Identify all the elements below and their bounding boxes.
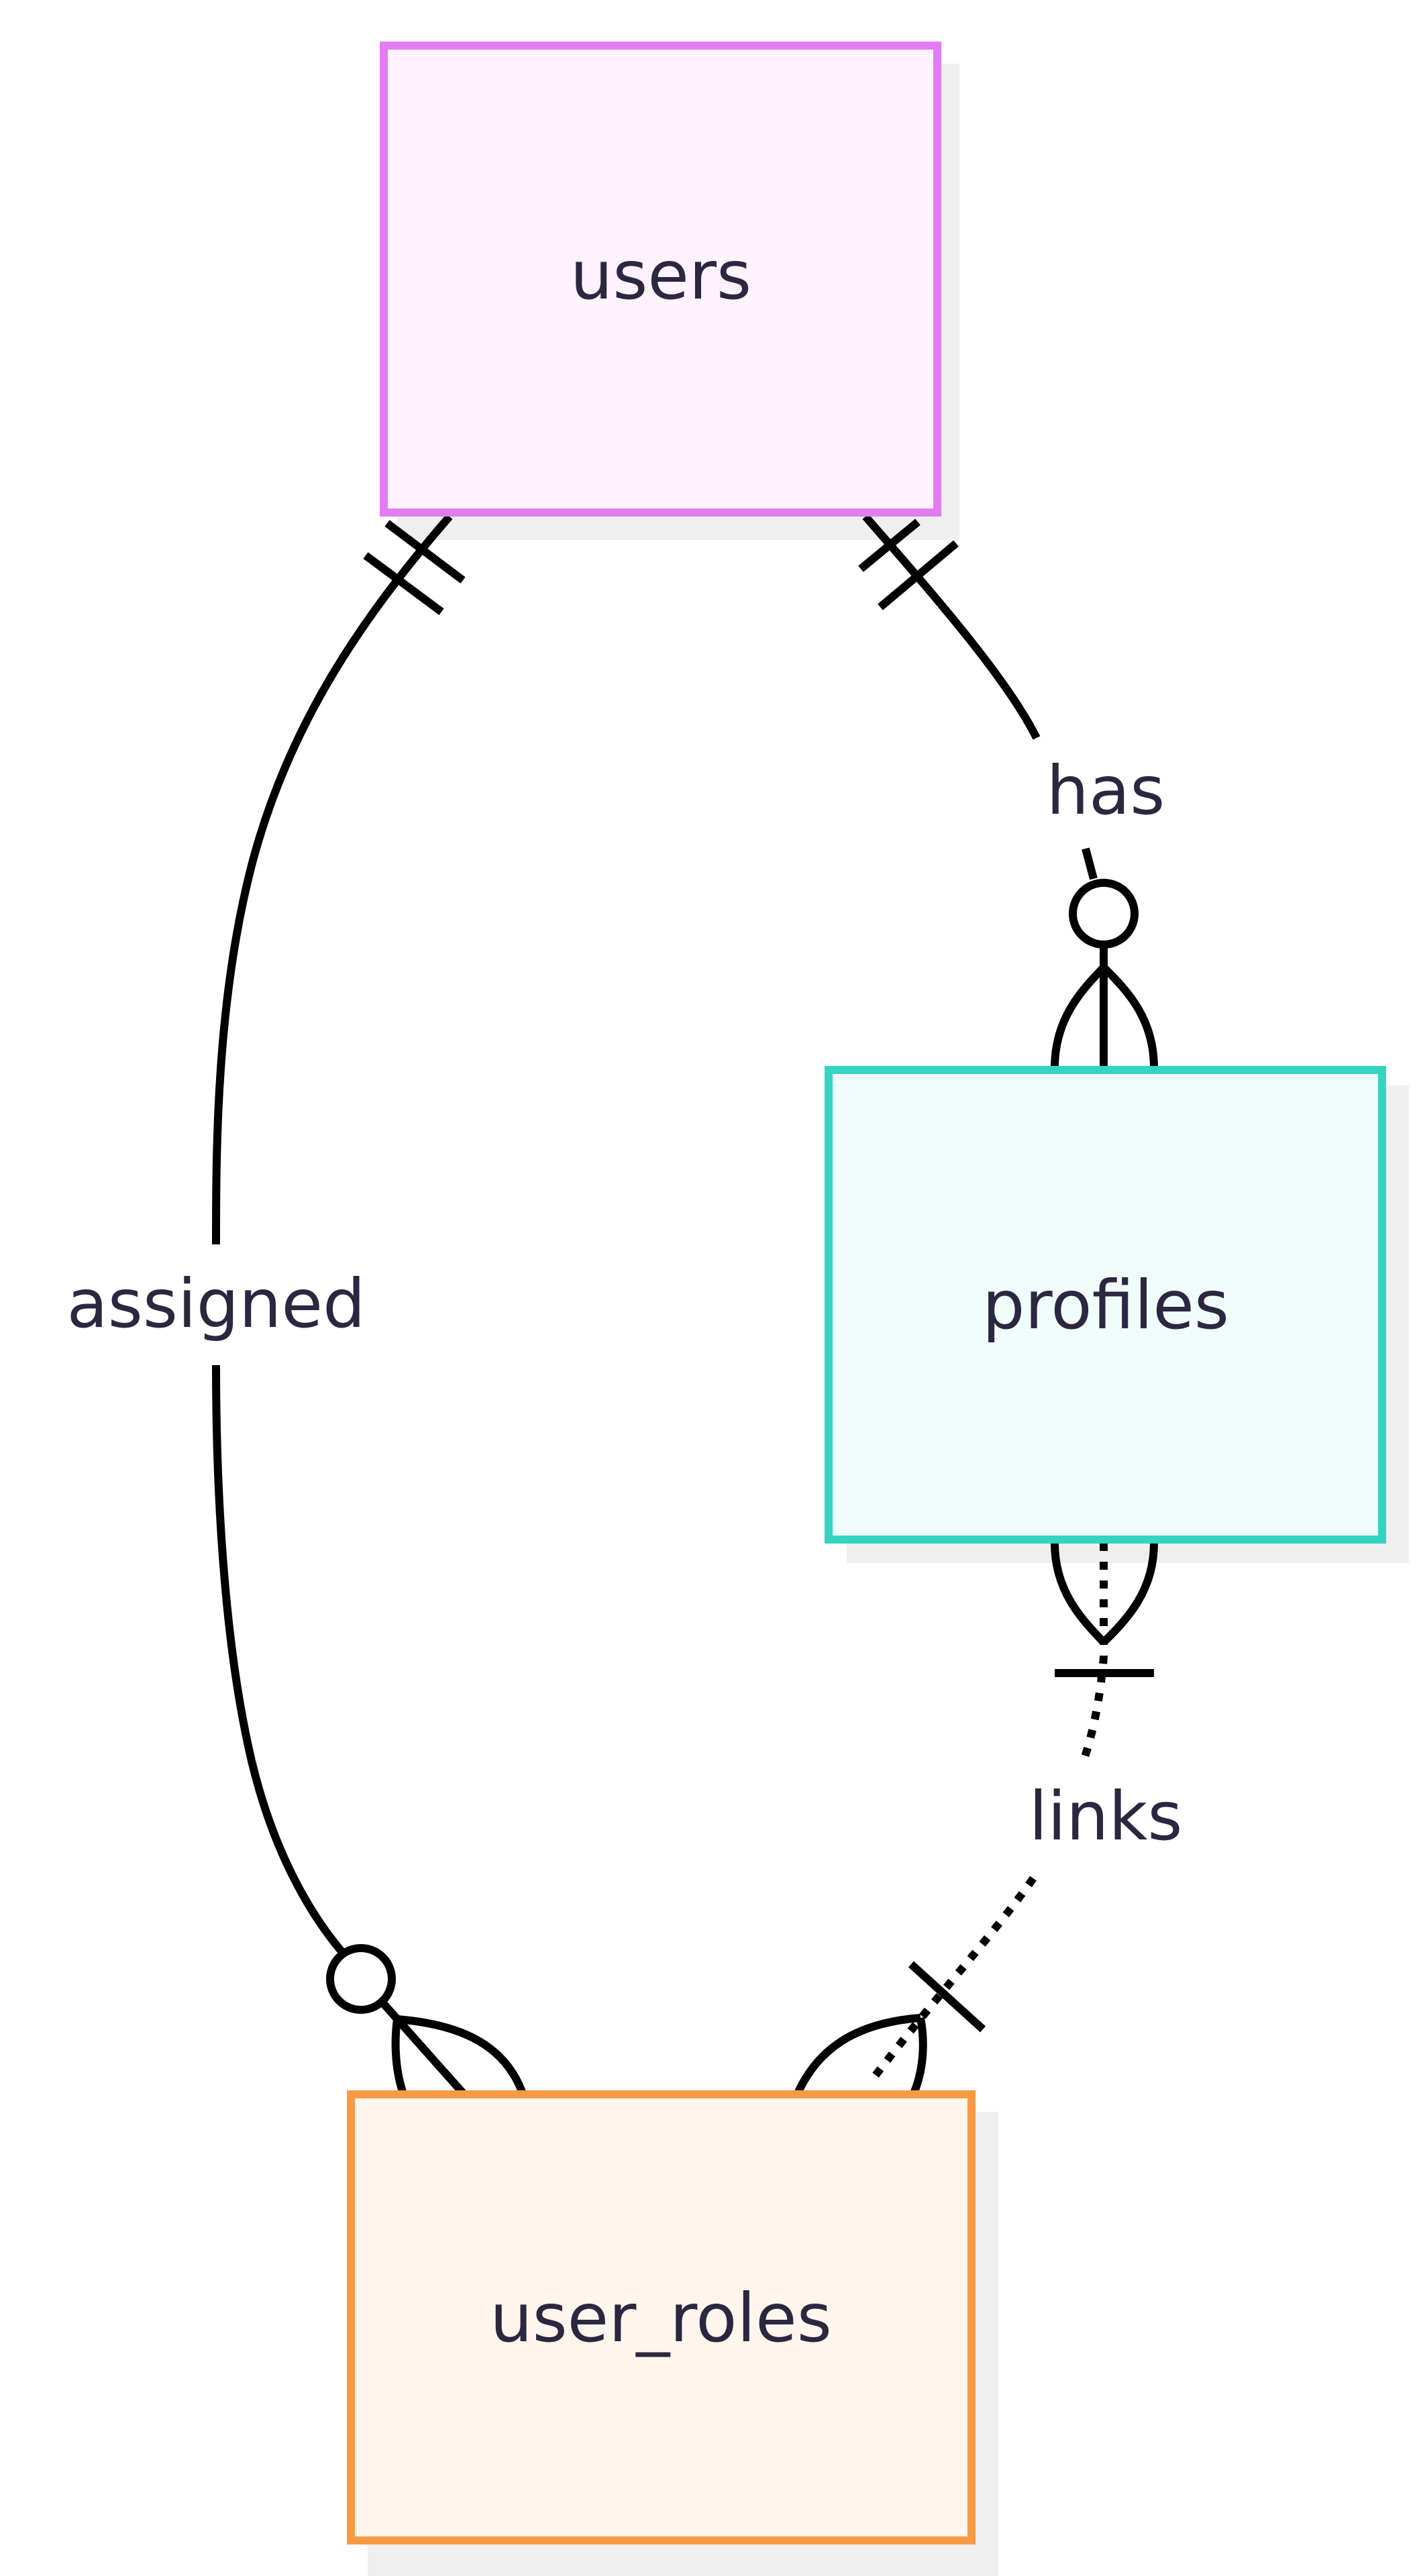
has-edge-upper [862,514,1041,740]
assigned-edge-end [379,2000,466,2096]
users-entity-label: users [570,236,751,315]
entity-users[interactable]: users [380,42,941,517]
links-edge-upper [1080,1543,1108,1762]
links-one-or-many-marker-top [1051,1542,1158,1677]
relationship-links[interactable] [794,1542,1158,2094]
relationship-has[interactable] [858,514,1158,1070]
users-entity-box [380,42,941,517]
user-roles-entity-box [347,2090,976,2544]
has-edge-lower [1082,847,1098,880]
assigned-exactly-one-marker [363,520,466,615]
links-edge-lower [869,1876,1037,2082]
user-roles-entity-label: user_roles [490,2279,832,2357]
entity-profiles[interactable]: profiles [825,1066,1386,1544]
assigned-label: assigned [66,1265,365,1343]
profiles-entity-box [825,1066,1386,1544]
has-label: has [1047,751,1165,830]
assigned-edge-lower [212,1364,346,1955]
links-one-or-many-marker-bottom [794,1961,986,2094]
relationship-assigned[interactable] [212,514,526,2096]
entity-user-roles[interactable]: user_roles [347,2090,976,2544]
has-zero-or-many-marker [1051,879,1158,1070]
has-exactly-one-marker [858,519,959,610]
assigned-edge-upper [212,514,453,1245]
assigned-zero-or-many-marker [326,1944,526,2094]
profiles-entity-label: profiles [982,1266,1229,1344]
links-label: links [1029,1777,1183,1856]
